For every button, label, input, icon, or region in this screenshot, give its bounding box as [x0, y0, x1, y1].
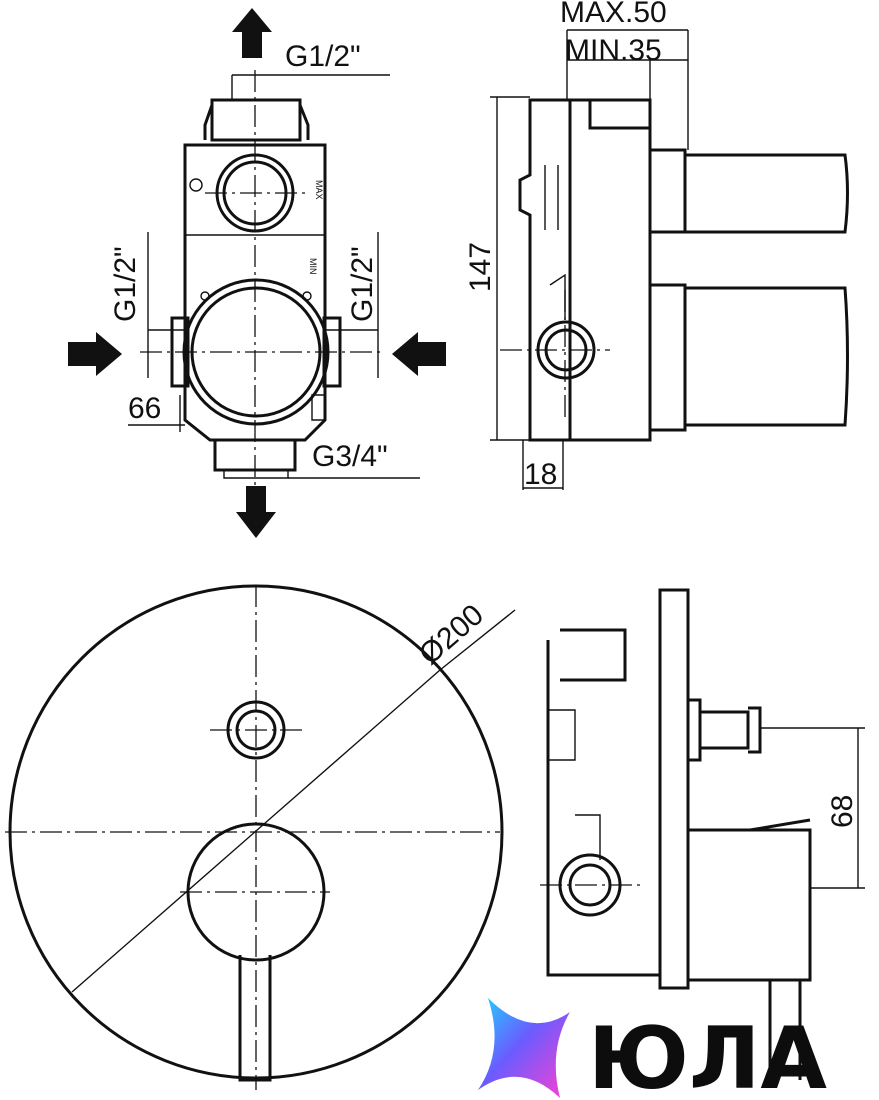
- front-view-body: MAX MIN: [140, 70, 380, 505]
- dim-handle-offset-68: 68: [826, 795, 859, 828]
- cover-plate-front: Ø200: [5, 584, 516, 1090]
- logo-text: ЮЛА: [588, 1009, 827, 1100]
- dim-left-inlet: G1/2": [109, 246, 142, 322]
- arrow-right-icon: [68, 332, 122, 376]
- arrow-up-icon: [232, 8, 272, 58]
- dim-max-50: MAX.50: [560, 0, 667, 29]
- front-view-dimensions: G1/2" G1/2" G1/2" 66 G3/4": [109, 40, 420, 479]
- dim-width-66: 66: [128, 392, 161, 425]
- flow-arrows: [68, 8, 446, 538]
- max-mark: MAX: [314, 180, 324, 200]
- side-view-dimensions: MAX.50 MIN.35 147 18: [464, 0, 689, 491]
- dim-top-outlet: G1/2": [285, 40, 361, 73]
- arrow-down-icon: [236, 486, 276, 538]
- brand-logo: ЮЛА: [478, 998, 827, 1100]
- dim-min-35: MIN.35: [565, 34, 662, 67]
- logo-star-icon: [478, 998, 570, 1098]
- min-mark: MIN: [308, 258, 318, 275]
- dim-height-147: 147: [464, 242, 497, 292]
- arrow-left-icon: [392, 332, 446, 376]
- assembled-side-dimensions: 68: [760, 727, 865, 889]
- side-view-body: [500, 98, 849, 442]
- dim-right-inlet: G1/2": [346, 246, 379, 322]
- dim-bottom-outlet: G3/4": [312, 440, 388, 473]
- dim-offset-18: 18: [524, 458, 557, 491]
- assembled-side-view: [540, 588, 812, 1080]
